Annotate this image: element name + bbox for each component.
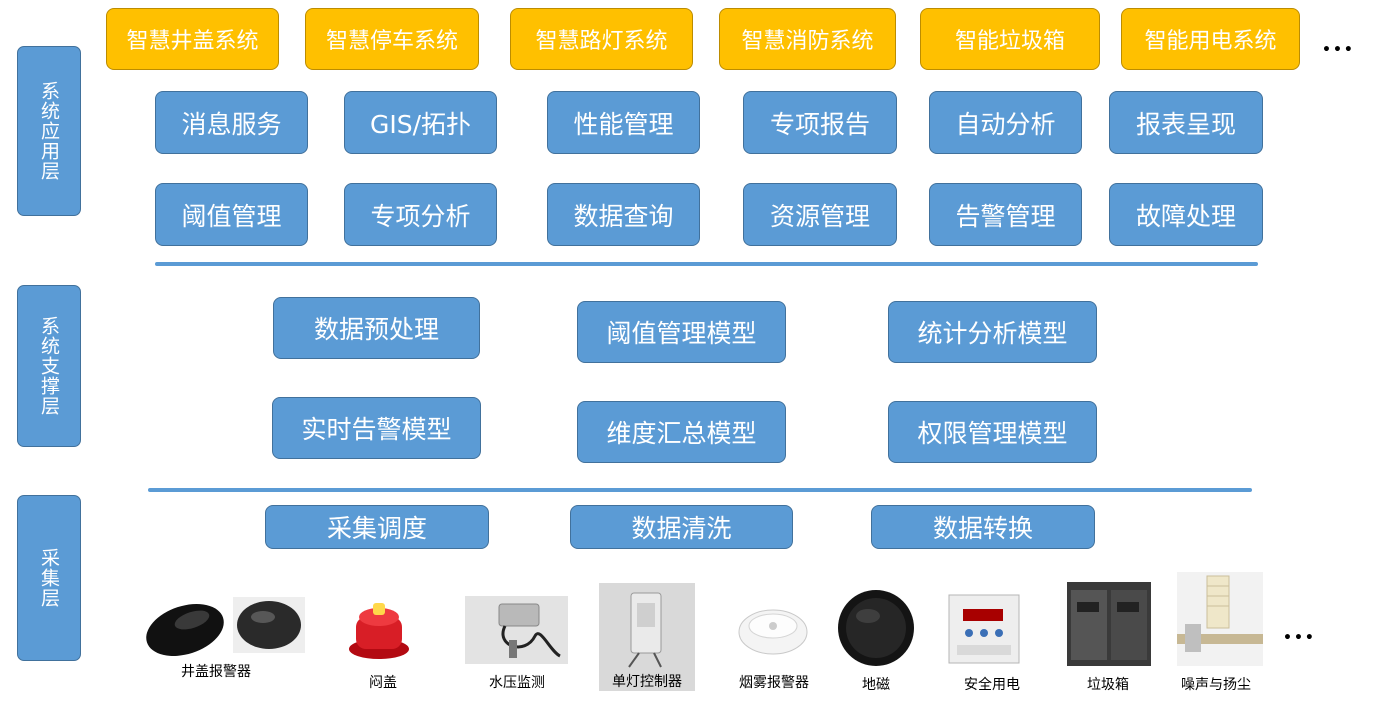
app-box: 告警管理 (929, 183, 1082, 246)
app-box: 消息服务 (155, 91, 308, 154)
support-box: 权限管理模型 (888, 401, 1097, 463)
device-caption: 地磁 (862, 677, 890, 693)
lamp-controller-image (599, 583, 695, 691)
support-box: 阈值管理模型 (577, 301, 786, 363)
system-box: 智慧路灯系统 (510, 8, 693, 70)
app-box: 性能管理 (547, 91, 700, 154)
collection-box: 数据转换 (871, 505, 1095, 549)
layer-divider (148, 488, 1252, 492)
app-box: 报表呈现 (1109, 91, 1263, 154)
support-box: 维度汇总模型 (577, 401, 786, 463)
system-box: 智慧井盖系统 (106, 8, 279, 70)
support-box: 实时告警模型 (272, 397, 481, 459)
electrical-safety-image (948, 594, 1020, 664)
cover-image (349, 603, 409, 659)
app-box: 专项分析 (344, 183, 497, 246)
system-box: 智慧消防系统 (719, 8, 896, 70)
geomagnetic-image (838, 590, 914, 666)
ellipsis-top: ••• (1322, 42, 1355, 58)
app-box: 阈值管理 (155, 183, 308, 246)
device-caption: 井盖报警器 (181, 664, 251, 680)
collection-box: 采集调度 (265, 505, 489, 549)
collection-box: 数据清洗 (570, 505, 793, 549)
app-box: GIS/拓扑 (344, 91, 497, 154)
system-box: 智能用电系统 (1121, 8, 1300, 70)
device-caption: 水压监测 (489, 675, 545, 691)
device-caption: 噪声与扬尘 (1181, 677, 1251, 693)
app-box: 专项报告 (743, 91, 897, 154)
device-caption: 烟雾报警器 (739, 675, 809, 691)
device-caption: 垃圾箱 (1087, 677, 1129, 693)
system-box: 智慧停车系统 (305, 8, 479, 70)
trash-bin-image (1067, 582, 1151, 666)
layer-divider (155, 262, 1258, 266)
app-box: 资源管理 (743, 183, 897, 246)
ellipsis-bottom: ••• (1283, 630, 1316, 646)
device-caption: 安全用电 (964, 677, 1020, 693)
manhole-alarm-image (233, 597, 305, 653)
smoke-detector-image (738, 609, 808, 655)
noise-dust-image (1177, 572, 1263, 666)
layer-label-support: 系统支撑层 (17, 285, 81, 447)
app-box: 故障处理 (1109, 183, 1263, 246)
app-box: 数据查询 (547, 183, 700, 246)
support-box: 数据预处理 (273, 297, 480, 359)
layer-label-collection: 采集层 (17, 495, 81, 661)
app-box: 自动分析 (929, 91, 1082, 154)
layer-label-application: 系统应用层 (17, 46, 81, 216)
support-box: 统计分析模型 (888, 301, 1097, 363)
device-caption: 单灯控制器 (612, 674, 682, 690)
water-pressure-image (465, 596, 568, 664)
system-box: 智能垃圾箱 (920, 8, 1100, 70)
manhole-alarm-image (146, 604, 224, 656)
device-caption: 闷盖 (369, 675, 397, 691)
